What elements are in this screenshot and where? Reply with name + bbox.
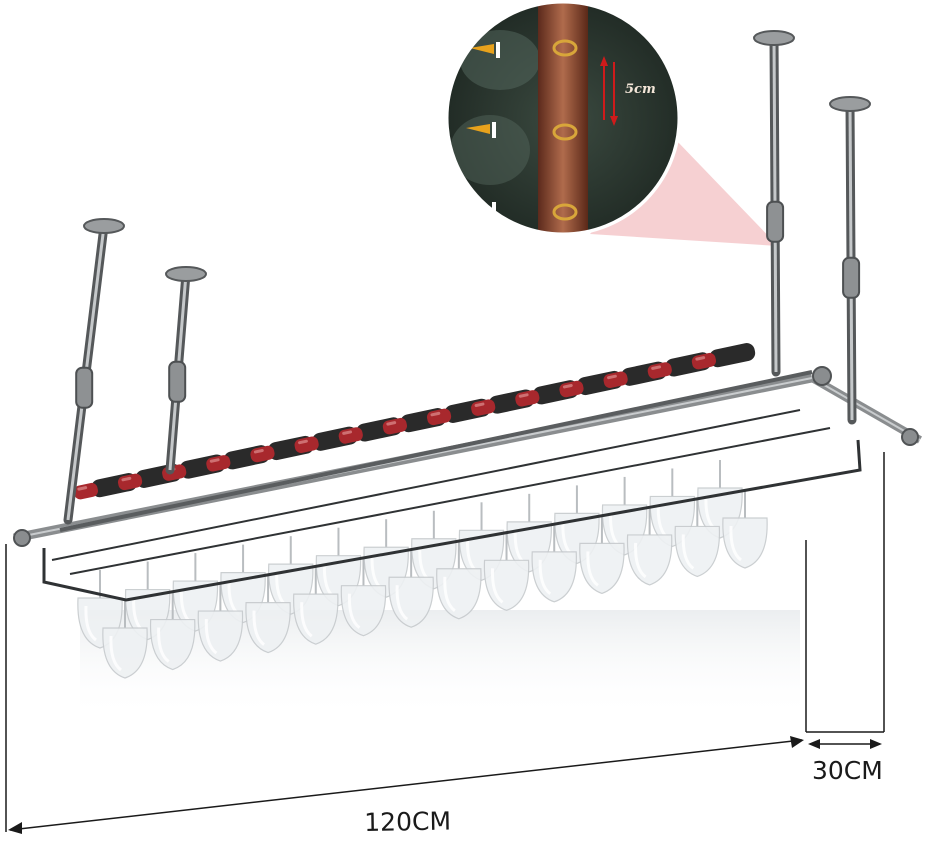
wine-glass bbox=[149, 591, 196, 671]
bottle-capsule bbox=[515, 390, 540, 407]
ceiling-mount bbox=[753, 30, 795, 46]
width-label: 30CM bbox=[812, 756, 883, 785]
wine-glass bbox=[197, 583, 244, 662]
bottle-capsule bbox=[603, 371, 628, 388]
bottle-capsule bbox=[250, 445, 275, 463]
bottle-capsule bbox=[471, 399, 496, 416]
bottle-capsule bbox=[338, 427, 363, 444]
wine-bottle bbox=[691, 343, 756, 370]
zoom-callout-wedge bbox=[590, 140, 778, 246]
ceiling-rod bbox=[753, 30, 795, 377]
ceiling-rod bbox=[829, 96, 871, 425]
wine-glass bbox=[626, 506, 673, 586]
rod-coupler bbox=[842, 256, 861, 299]
ceiling-rods bbox=[63, 30, 871, 525]
length-arrow bbox=[9, 739, 803, 831]
back-rail bbox=[59, 370, 813, 532]
rack-frame bbox=[13, 366, 922, 602]
bottle-capsule bbox=[206, 455, 231, 472]
bottle-capsule bbox=[647, 362, 672, 379]
bottle-capsule bbox=[426, 408, 452, 426]
wine-glass bbox=[293, 566, 339, 645]
wine-glass bbox=[483, 532, 530, 611]
rod-coupler bbox=[75, 366, 94, 409]
ceiling-mount bbox=[165, 266, 207, 282]
bottle-capsule bbox=[382, 417, 407, 435]
wine-glass bbox=[102, 600, 148, 679]
ceiling-mount bbox=[829, 96, 871, 112]
marker-arrow-icons bbox=[466, 42, 500, 214]
hole-spacing-label: 5cm bbox=[625, 82, 656, 97]
ceiling-mount bbox=[83, 218, 125, 234]
wine-glasses bbox=[77, 460, 768, 679]
glass-rail bbox=[42, 439, 862, 602]
wine-glass bbox=[388, 549, 434, 628]
rod-coupler bbox=[766, 200, 785, 243]
ceiling-rod bbox=[63, 218, 125, 525]
wine-glass bbox=[674, 498, 721, 578]
wine-glass bbox=[245, 574, 291, 654]
bottle-capsule bbox=[73, 482, 98, 500]
bottle-capsule bbox=[691, 352, 716, 370]
spacing-arrow-icon bbox=[600, 56, 618, 126]
bottle-capsule bbox=[559, 380, 584, 398]
wine-glass bbox=[340, 557, 387, 637]
dimension-lines bbox=[5, 452, 885, 834]
adjustment-holes bbox=[552, 39, 578, 221]
wine-glass bbox=[722, 490, 768, 569]
wine-glass bbox=[436, 540, 482, 620]
wine-glass bbox=[579, 515, 625, 595]
zoom-detail-circle bbox=[445, 0, 681, 236]
bottle-capsule bbox=[294, 436, 319, 453]
wine-bottles bbox=[73, 343, 756, 500]
rod-coupler bbox=[168, 360, 187, 403]
length-label: 120CM bbox=[364, 806, 452, 837]
bottle-capsule bbox=[117, 473, 143, 491]
wine-glass bbox=[531, 523, 577, 603]
ceiling-rod bbox=[165, 266, 207, 475]
